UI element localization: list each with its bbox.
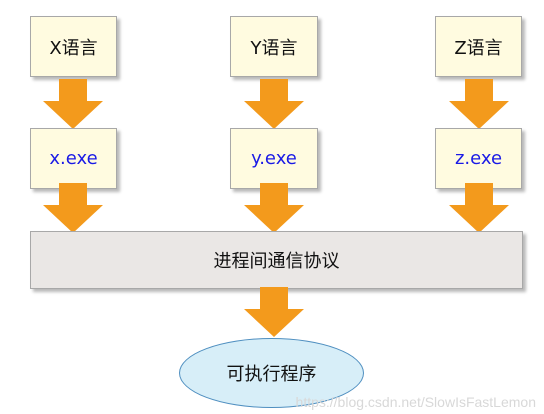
y-language-box: Y语言 [230, 16, 318, 77]
y-exe-box: y.exe [230, 128, 318, 189]
x-language-box: X语言 [30, 16, 117, 77]
executable-program-ellipse: 可执行程序 [179, 338, 364, 408]
x-exe-label: x.exe [49, 148, 98, 169]
down-arrow-icon [244, 79, 304, 129]
ipc-protocol-bar: 进程间通信协议 [30, 231, 523, 289]
down-arrow-icon [449, 79, 509, 129]
down-arrow-icon [244, 183, 304, 233]
z-language-box: Z语言 [435, 16, 522, 77]
y-exe-label: y.exe [251, 148, 297, 169]
ipc-protocol-label: 进程间通信协议 [213, 251, 340, 272]
y-language-label: Y语言 [250, 37, 298, 59]
x-exe-box: x.exe [30, 128, 117, 189]
z-exe-label: z.exe [454, 148, 503, 169]
watermark: https://blog.csdn.net/SlowIsFastLemon [295, 394, 536, 410]
down-arrow-icon [43, 183, 103, 233]
z-exe-box: z.exe [435, 128, 522, 189]
executable-program-label: 可执行程序 [226, 364, 317, 385]
down-arrow-icon [449, 183, 509, 233]
down-arrow-icon [244, 287, 304, 337]
x-language-label: X语言 [49, 37, 98, 59]
z-language-label: Z语言 [454, 37, 503, 59]
down-arrow-icon [43, 79, 103, 129]
